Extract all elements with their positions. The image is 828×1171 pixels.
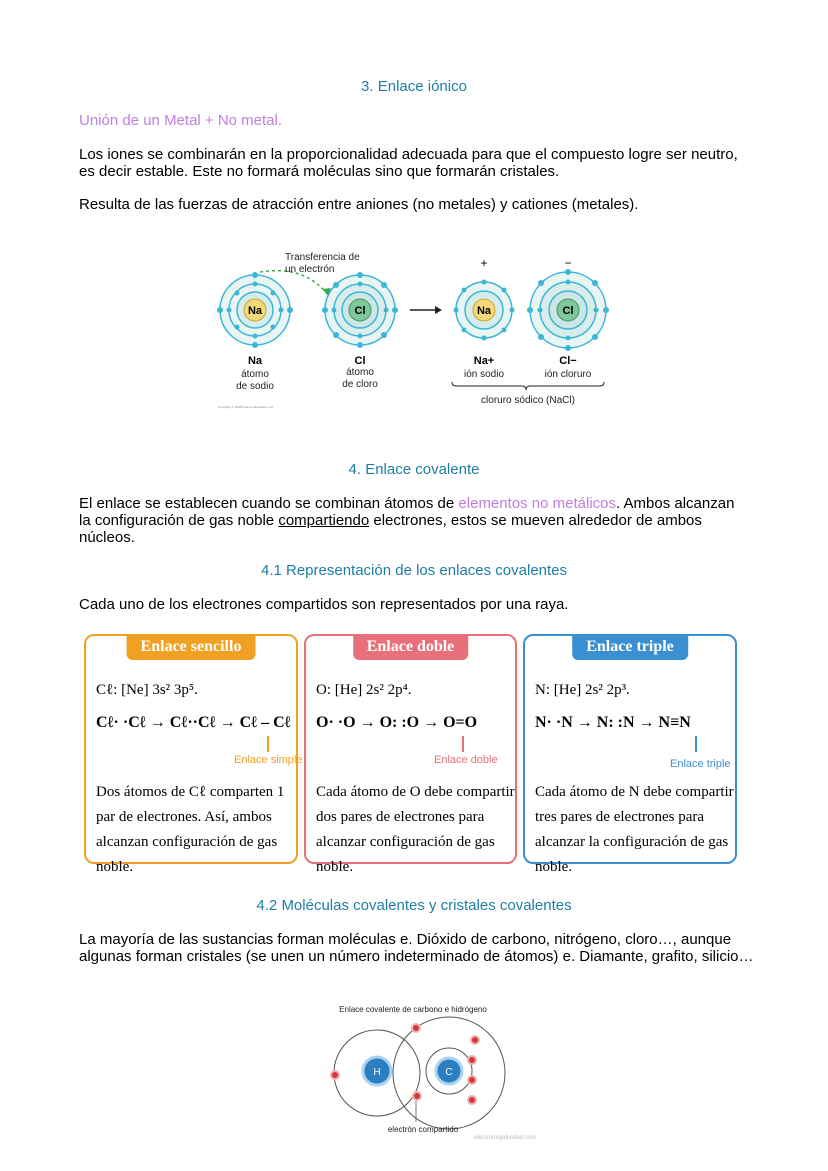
na-ion-symbol: Na [477,305,492,317]
section-3-title: 3. Enlace iónico [361,78,467,95]
section-4-1-paragraph: Cada uno de los electrones compartidos s… [79,596,569,613]
minus-charge: − [564,256,571,270]
card-double-bond: Enlace doble O: [He] 2s² 2p⁴. O· ·O → O:… [304,634,517,875]
card-config: N: [He] 2s² 2p³. [535,682,630,698]
card-triple-bond: Enlace triple N: [He] 2s² 2p³. N· ·N → N… [523,634,737,875]
c-label: C [445,1067,452,1078]
na-ion-diagram [453,279,515,341]
card-equation: N· ·N → N: :N → N≡N [535,714,691,731]
na-ion-desc: ión sodio [464,369,504,380]
section-4-1-title: 4.1 Representación de los enlaces covale… [260,562,568,579]
na-desc-2: de sodio [236,381,274,392]
section-4-2-paragraph: La mayoría de las sustancias forman molé… [79,931,754,965]
h-label: H [373,1067,380,1078]
hydrogen-nucleus [361,1055,393,1087]
section-4-paragraph-1: El enlace se establecen cuando se combin… [79,495,735,546]
covalent-bond-figure: Enlace covalente de carbono e hidrógeno … [330,1005,536,1141]
non-metal-highlight: elementos no metálicos [458,495,617,512]
section-3-paragraph-1: Los iones se combinarán en la proporcion… [79,146,738,180]
cl-ion-diagram [527,269,609,351]
na-atom-diagram [217,272,293,348]
card-description: Cada átomo de O debe compartir dos pares… [316,784,515,875]
cl-ion-desc: ión cloruro [545,369,592,380]
watermark: electronegatividad.com [474,1135,536,1141]
card-single-bond: Enlace sencillo Cℓ: [Ne] 3s² 3p⁵. Cℓ· ·C… [84,634,302,875]
bond-label: Enlace simple [234,754,303,766]
card-config: Cℓ: [Ne] 3s² 3p⁵. [96,682,198,698]
transfer-label-2: un electrón [285,264,334,275]
cl-symbol: Cl [355,305,366,317]
ionic-bond-figure: Na Cl Transferencia de un electrón Na + [217,252,609,409]
card-title: Enlace sencillo [126,634,256,660]
cl-ion-name: Cl− [559,355,576,367]
bond-label: Enlace triple [670,758,731,770]
card-config: O: [He] 2s² 2p⁴. [316,682,412,698]
card-description: Cada átomo de N debe compartir tres pare… [535,784,734,875]
cl-desc-1: átomo [346,367,374,378]
shared-electron-label: electrón compartido [388,1125,459,1134]
na-symbol: Na [248,305,263,317]
cl-atom-diagram [322,272,398,348]
card-title: Enlace triple [572,634,688,660]
cl-ion-symbol: Cl [563,305,574,317]
cl-desc-2: de cloro [342,379,378,390]
section-3-paragraph-2: Resulta de las fuerzas de atracción entr… [79,196,639,213]
figure-title: Enlace covalente de carbono e hidrógeno [339,1005,487,1014]
plus-charge: + [480,256,487,270]
copyright-note: Copyright © 2008 Pearson Education, Inc. [218,405,274,409]
sharing-underlined: compartiendo [278,512,370,529]
section-4-title: 4. Enlace covalente [348,461,480,478]
card-equation: Cℓ· ·Cℓ → Cℓ··Cℓ → Cℓ – Cℓ [96,714,291,731]
bond-label: Enlace doble [434,754,498,766]
compound-label: cloruro sódico (NaCl) [481,395,575,406]
transfer-label-1: Transferencia de [285,252,360,263]
card-title: Enlace doble [352,634,469,660]
carbon-nucleus [434,1056,464,1086]
card-description: Dos átomos de Cℓ comparten 1 par de elec… [96,784,285,875]
cl-name: Cl [355,355,366,367]
section-3-subtitle: Unión de un Metal + No metal. [79,112,283,129]
na-name: Na [248,355,263,367]
na-ion-name: Na+ [474,355,495,367]
na-desc-1: átomo [241,369,269,380]
section-4-2-title: 4.2 Moléculas covalentes y cristales cov… [256,897,572,914]
card-equation: O· ·O → O: :O → O=O [316,714,478,731]
